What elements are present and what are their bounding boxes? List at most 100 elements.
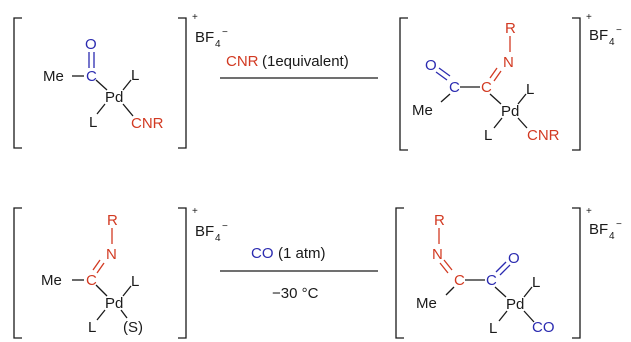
pd-l2-bond	[96, 103, 106, 115]
reaction2-product: R N C C O Me Pd L L CO	[395, 207, 581, 339]
bracket-left	[399, 17, 408, 151]
atom-c: C	[86, 68, 97, 85]
bracket-left	[13, 207, 22, 339]
atom-n: N	[106, 246, 117, 263]
atom-me: Me	[41, 272, 62, 289]
pd-cnr-bond	[122, 103, 134, 117]
atom-r: R	[505, 20, 516, 37]
charge-plus: +	[192, 206, 198, 217]
bracket-left	[395, 207, 404, 339]
ligand-l2: L	[89, 114, 97, 131]
cn-bond-2	[493, 70, 502, 82]
atom-c: C	[86, 272, 97, 289]
bracket-right	[572, 207, 581, 339]
pd-l2-bond	[493, 117, 503, 129]
atom-n: N	[503, 54, 514, 71]
bracket-right	[572, 17, 581, 151]
reagent-note: (1equivalent)	[262, 53, 349, 70]
anion-sub: 4	[609, 231, 615, 242]
atom-r: R	[434, 212, 445, 229]
ligand-s: (S)	[123, 319, 143, 336]
pd-l1-bond	[523, 286, 533, 298]
pd-l1-bond	[517, 93, 527, 105]
anion-bf: BF	[195, 223, 214, 240]
ligand-l2: L	[489, 320, 497, 337]
ligand-l2: L	[484, 127, 492, 144]
c-pd-bond	[95, 284, 108, 297]
bracket-right	[178, 17, 187, 149]
cn-bond-1	[489, 67, 498, 79]
anion-sub: 4	[609, 37, 615, 48]
c-me-bond	[445, 286, 455, 296]
nc-bond-2	[439, 262, 449, 274]
co-bond-1	[435, 71, 448, 81]
atom-pd: Pd	[501, 103, 519, 120]
reagent-note: (1 atm)	[278, 245, 326, 262]
cn-bond-1	[92, 259, 101, 271]
c-pd-bond	[494, 286, 507, 298]
atom-c2: C	[481, 79, 492, 96]
atom-o: O	[508, 250, 520, 267]
c-pd-bond	[95, 79, 108, 91]
anion-bf: BF	[195, 29, 214, 46]
co-bond-2	[438, 67, 451, 77]
anion-sub: 4	[215, 39, 221, 50]
charge-plus: +	[586, 206, 592, 217]
pd-l2-bond	[96, 309, 106, 321]
atom-me: Me	[416, 295, 437, 312]
atom-me: Me	[412, 102, 433, 119]
pd-co-bond	[523, 310, 535, 323]
anion-bf: BF	[589, 221, 608, 238]
ligand-cnr: CNR	[527, 127, 560, 144]
atom-me: Me	[43, 68, 64, 85]
charge-plus: +	[586, 12, 592, 23]
reaction-condition: −30 °C	[272, 285, 319, 302]
atom-n: N	[432, 246, 443, 263]
reaction2-arrow-group: CO (1 atm) −30 °C	[220, 245, 378, 302]
atom-pd: Pd	[105, 295, 123, 312]
anion-sup: −	[222, 27, 228, 38]
charge-plus: +	[192, 12, 198, 23]
anion-bf: BF	[589, 27, 608, 44]
pd-s-bond	[120, 309, 128, 319]
pd-l1-bond	[122, 79, 132, 91]
co-bond-1	[495, 261, 507, 273]
atom-c2: C	[486, 272, 497, 289]
ligand-co: CO	[532, 319, 555, 336]
atom-pd: Pd	[105, 89, 123, 106]
anion-sup: −	[222, 221, 228, 232]
anion-sup: −	[616, 219, 622, 230]
pd-l1-bond	[122, 285, 132, 297]
reagent-co: CO	[251, 245, 274, 262]
reaction2-counterion: + BF 4 −	[192, 206, 228, 244]
ligand-cnr: CNR	[131, 115, 164, 132]
anion-sup: −	[616, 25, 622, 36]
bracket-left	[13, 17, 22, 149]
reaction1-reactant: O C Me Pd L L CNR	[13, 17, 187, 149]
atom-pd: Pd	[506, 296, 524, 313]
ligand-l1: L	[532, 274, 540, 291]
ligand-l1: L	[526, 81, 534, 98]
cn-bond-2	[96, 262, 105, 274]
reaction1-arrow-group: CNR (1equivalent)	[220, 53, 378, 79]
nc-bond-1	[443, 259, 453, 271]
c-me-bond	[440, 93, 451, 103]
reagent-cnr: CNR	[226, 53, 259, 70]
ligand-l1: L	[131, 67, 139, 84]
pd-l2-bond	[498, 310, 508, 322]
ligand-l1: L	[131, 273, 139, 290]
c-pd-bond	[489, 93, 502, 105]
reaction1-counterion: + BF 4 −	[192, 12, 228, 50]
pd-cnr-bond	[517, 117, 528, 129]
co-bond-2	[499, 264, 511, 276]
bracket-right	[178, 207, 187, 339]
anion-sub: 4	[215, 233, 221, 244]
atom-o: O	[85, 36, 97, 53]
reaction1-product-counterion: + BF 4 −	[586, 12, 622, 48]
reaction2-product-counterion: + BF 4 −	[586, 206, 622, 242]
atom-r: R	[107, 212, 118, 229]
reaction2-reactant: R N C Me Pd L L (S)	[13, 207, 187, 339]
ligand-l2: L	[88, 319, 96, 336]
atom-c1: C	[449, 79, 460, 96]
